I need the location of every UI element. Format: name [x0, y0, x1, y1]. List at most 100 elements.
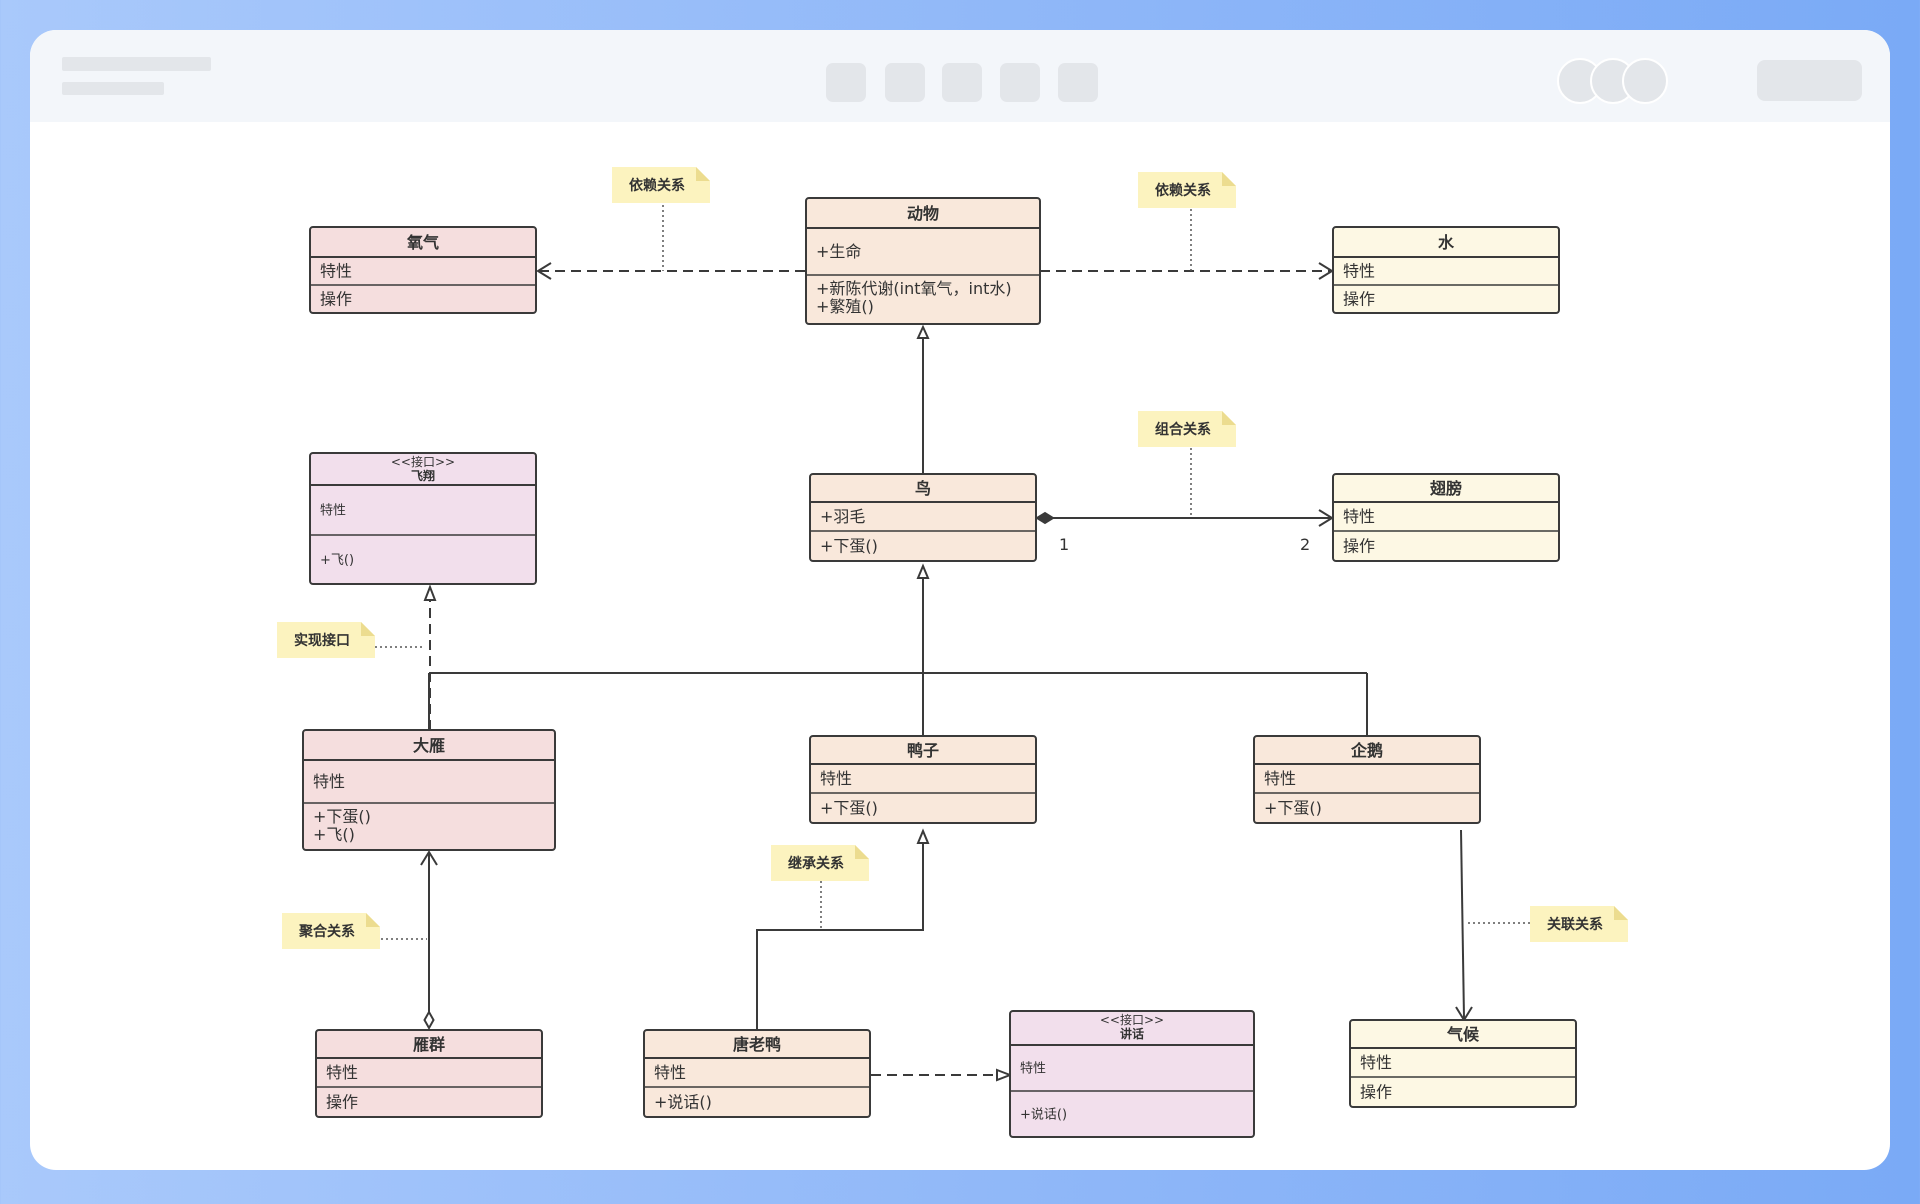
note-text: 聚合关系: [298, 923, 355, 940]
share-button[interactable]: [1757, 60, 1862, 101]
note-fold: [1614, 906, 1628, 920]
class-attribute: 特性: [320, 504, 346, 519]
class-title: 氧气: [406, 233, 439, 252]
note-text: 实现接口: [294, 632, 350, 649]
note-paper: [1138, 172, 1236, 208]
class-title: 大雁: [413, 736, 445, 755]
note-connectors: [375, 205, 1530, 940]
connectors: [420, 262, 1473, 1082]
note-paper: [1138, 411, 1236, 447]
class-operation: 操作: [1343, 537, 1375, 556]
class-title: 翅膀: [1429, 479, 1462, 498]
toolbar-button-2[interactable]: [885, 63, 925, 102]
class-attribute: 特性: [313, 772, 345, 791]
class-title: 气候: [1446, 1025, 1480, 1044]
class-operation: +下蛋(): [820, 799, 878, 818]
class-attribute: 特性: [654, 1063, 686, 1082]
note-realization[interactable]: 实现接口: [277, 622, 375, 658]
canvas-card: [30, 30, 1890, 1170]
class-box-frame: [1349, 1019, 1577, 1108]
class-title: 唐老鸭: [733, 1035, 781, 1054]
generalization-arrowhead-duck: [916, 828, 930, 844]
note-fold: [1222, 411, 1236, 425]
note-association[interactable]: 关联关系: [1530, 906, 1628, 942]
class-attribute: +生命: [816, 242, 861, 261]
class-stereotype: <<接口>>: [391, 454, 455, 469]
class-attribute: 特性: [1343, 507, 1375, 526]
note-paper: [612, 167, 710, 203]
association-line-penguin-climate: [1460, 829, 1465, 1019]
class-attribute: +羽毛: [820, 507, 865, 526]
class-box-frame: [1332, 226, 1560, 314]
toolbar-button-4[interactable]: [1000, 63, 1040, 102]
subtitle-placeholder: [62, 82, 164, 95]
note-text: 组合关系: [1155, 421, 1211, 438]
class-box-frame: [309, 226, 537, 314]
class-box-frame: [1332, 473, 1560, 562]
toolbar-button-1[interactable]: [826, 63, 866, 102]
class-operation: 操作: [320, 290, 352, 309]
class-operation: +下蛋(): [820, 537, 878, 556]
note-paper: [771, 845, 869, 881]
class-box-animal[interactable]: 动物+生命+新陈代谢(int氧气，int水)+繁殖(): [805, 197, 1041, 325]
class-operation: +说话(): [654, 1093, 712, 1112]
class-title: 水: [1438, 233, 1455, 252]
note-paper: [282, 913, 380, 949]
class-title: 雁群: [413, 1035, 445, 1054]
generalization-arrowhead-animal: [916, 324, 930, 339]
class-attribute: 特性: [1360, 1053, 1392, 1072]
class-stereotype: <<接口>>: [1100, 1012, 1164, 1027]
class-operation: +下蛋(): [313, 807, 371, 826]
generalization-line-donald-duck: [756, 843, 924, 1030]
realization-arrowhead-fly: [423, 584, 437, 601]
note-aggregation[interactable]: 聚合关系: [282, 913, 380, 949]
class-attribute: 特性: [1264, 769, 1296, 788]
avatar[interactable]: [1622, 58, 1668, 104]
class-attribute: 特性: [320, 262, 352, 281]
note-text: 依赖关系: [1155, 182, 1211, 199]
note-inheritance[interactable]: 继承关系: [771, 845, 869, 881]
class-box-frame: [643, 1029, 871, 1118]
class-operation: +飞(): [320, 553, 354, 568]
class-box-frame: [809, 735, 1037, 824]
generalization-arrowhead-bird: [916, 563, 930, 579]
note-composition[interactable]: 组合关系: [1138, 411, 1236, 447]
class-operation: 操作: [1343, 290, 1375, 309]
note-text: 继承关系: [788, 855, 844, 872]
class-title: 动物: [907, 204, 939, 223]
class-title: 飞翔: [411, 468, 435, 483]
toolbar-button-3[interactable]: [942, 63, 982, 102]
class-title: 企鹅: [1350, 741, 1383, 760]
note-fold: [366, 913, 380, 927]
note-dep_right[interactable]: 依赖关系: [1138, 172, 1236, 208]
class-box-frame: [315, 1029, 543, 1118]
note-dep_left[interactable]: 依赖关系: [612, 167, 710, 203]
class-attribute: 特性: [326, 1063, 358, 1082]
composition-diamond-bird: [1035, 511, 1055, 525]
class-operation: 操作: [1360, 1083, 1392, 1102]
aggregation-arrowhead-goose: [420, 850, 438, 866]
note-fold: [361, 622, 375, 636]
multiplicity-label: 2: [1300, 535, 1310, 554]
note-text: 依赖关系: [629, 177, 685, 194]
note-text: 关联关系: [1547, 916, 1603, 933]
note-paper: [1530, 906, 1628, 942]
class-operation: 操作: [326, 1093, 358, 1112]
aggregation-diamond-flock: [423, 1009, 435, 1031]
class-box-bird[interactable]: 鸟+羽毛+下蛋(): [809, 473, 1037, 562]
toolbar-button-5[interactable]: [1058, 63, 1098, 102]
